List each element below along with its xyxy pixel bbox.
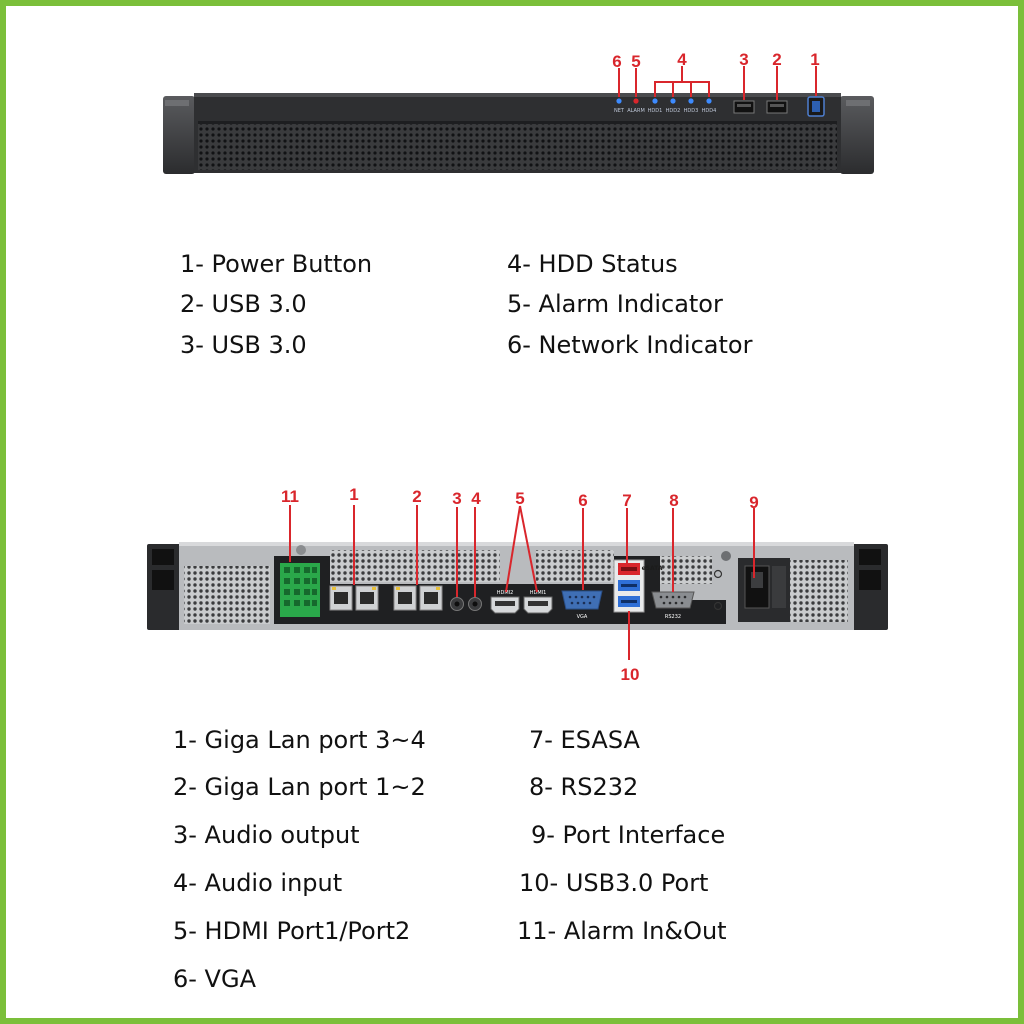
rs232-label: RS232 — [665, 614, 681, 620]
rear-callout-lines — [289, 505, 755, 660]
led-label: HDD4 — [702, 108, 717, 114]
hdd4-led — [706, 98, 712, 104]
rear-vent-top — [330, 550, 500, 582]
rear-callout-1: 1 — [349, 485, 359, 504]
front-vent-grille — [198, 124, 837, 170]
led-label: NET — [614, 108, 625, 114]
left-rack-ear — [163, 96, 195, 174]
front-callout-2: 2 — [772, 50, 782, 69]
rear-callout-7: 7 — [622, 491, 632, 510]
vga-label: VGA — [577, 614, 588, 620]
io-plate — [274, 556, 726, 624]
rear-callout-8: 8 — [669, 491, 679, 510]
hdmi1-label: HDMI1 — [530, 590, 547, 596]
front-callout-4: 4 — [677, 50, 687, 69]
front-legend-item: 4- HDD Status — [507, 250, 678, 278]
led-label: HDD3 — [684, 108, 699, 114]
rear-legend-item: 5- HDMI Port1/Port2 — [173, 917, 411, 945]
front-callout-1: 1 — [810, 50, 820, 69]
hdd2-led — [670, 98, 676, 104]
led-label: HDD2 — [666, 108, 681, 114]
rear-vent-left — [184, 566, 270, 624]
front-legend-item: 6- Network Indicator — [507, 331, 753, 359]
front-callout-6: 6 — [612, 52, 622, 71]
front-callout-lines — [618, 66, 817, 100]
hdd1-led — [652, 98, 658, 104]
rear-legend-item: 8- RS232 — [529, 773, 639, 801]
rear-callout-9: 9 — [749, 493, 759, 512]
rear-legend-item: 1- Giga Lan port 3~4 — [173, 726, 426, 754]
led-label: HDD1 — [648, 108, 663, 114]
rs232-port — [651, 591, 695, 609]
vga-port — [561, 590, 603, 610]
rear-legend-item: 4- Audio input — [173, 869, 343, 897]
front-legend-item: 1- Power Button — [180, 250, 373, 278]
esata-label: eSATA — [642, 565, 663, 572]
rear-legend-item: 2- Giga Lan port 1~2 — [173, 773, 426, 801]
rear-callout-5: 5 — [515, 489, 525, 508]
rear-legend-item: 3- Audio output — [173, 821, 360, 849]
net-led — [616, 98, 622, 104]
rear-legend-item: 10- USB3.0 Port — [519, 869, 709, 897]
lan-ports-1-2 — [393, 585, 443, 611]
front-legend-item: 3- USB 3.0 — [180, 331, 307, 359]
rear-vent-right — [790, 560, 848, 622]
rear-callout-3: 3 — [452, 489, 462, 508]
rear-legend-item: 11- Alarm In&Out — [517, 917, 727, 945]
rear-legend-item: 6- VGA — [173, 965, 256, 993]
front-legend-item: 5- Alarm Indicator — [507, 290, 723, 318]
rear-callout-4: 4 — [471, 489, 481, 508]
rear-callout-2: 2 — [412, 487, 422, 506]
rear-callout-6: 6 — [578, 491, 588, 510]
alarm-led — [633, 98, 639, 104]
rear-legend-item: 9- Port Interface — [531, 821, 726, 849]
front-callout-3: 3 — [739, 50, 749, 69]
hdmi2-label: HDMI2 — [497, 590, 514, 596]
front-legend-item: 2- USB 3.0 — [180, 290, 307, 318]
front-callout-5: 5 — [631, 52, 641, 71]
rear-callout-11: 11 — [281, 487, 299, 506]
right-rack-ear — [840, 96, 874, 174]
rear-callout-10: 10 — [620, 665, 640, 684]
led-label: ALARM — [627, 108, 645, 114]
lan-ports-3-4 — [329, 585, 379, 611]
hdd3-led — [688, 98, 694, 104]
rear-legend-item: 7- ESASA — [529, 726, 640, 754]
